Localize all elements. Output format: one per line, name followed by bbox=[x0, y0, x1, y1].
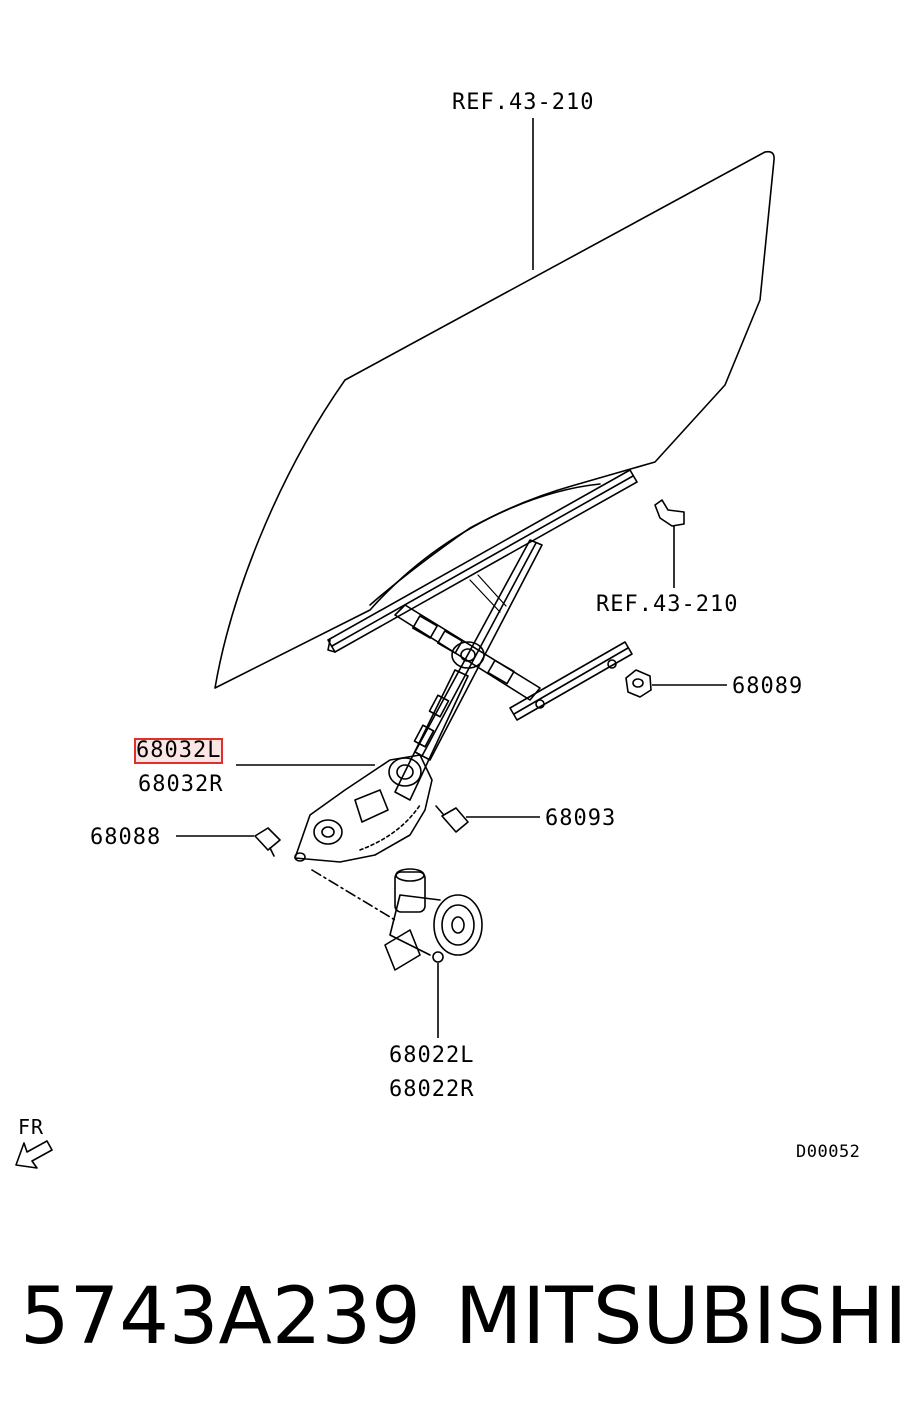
label-68088[interactable]: 68088 bbox=[90, 825, 162, 850]
front-arrow-icon bbox=[15, 1140, 53, 1169]
part-number: 5743A239 bbox=[20, 1272, 421, 1362]
assembly-line bbox=[311, 869, 396, 921]
clip-bolt-ref bbox=[654, 499, 685, 527]
regulator-lower-arm bbox=[394, 669, 469, 801]
glass-channel-rail bbox=[327, 469, 638, 653]
brand-name: MITSUBISHI bbox=[455, 1272, 908, 1362]
label-68032R[interactable]: 68032R bbox=[138, 772, 224, 797]
sector-gear-plate bbox=[294, 754, 433, 863]
lower-guide-rail bbox=[509, 641, 633, 721]
bolt-68088 bbox=[254, 827, 281, 857]
label-68032L[interactable]: 68032L bbox=[133, 738, 224, 764]
label-ref-glass[interactable]: REF.43-210 bbox=[452, 90, 595, 115]
label-68093[interactable]: 68093 bbox=[545, 806, 617, 831]
regulator-arm-a bbox=[414, 539, 543, 761]
bolt-68093 bbox=[435, 805, 469, 833]
diagram-code: D00052 bbox=[796, 1142, 861, 1162]
window-motor bbox=[384, 868, 483, 971]
glass-lower-edge bbox=[369, 483, 601, 606]
label-ref-bolt[interactable]: REF.43-210 bbox=[596, 592, 739, 617]
label-68022L[interactable]: 68022L bbox=[389, 1043, 475, 1068]
label-68089[interactable]: 68089 bbox=[732, 674, 804, 699]
label-fr: FR bbox=[18, 1115, 45, 1139]
door-glass bbox=[214, 150, 775, 689]
label-68022R[interactable]: 68022R bbox=[389, 1077, 475, 1102]
nut-68089 bbox=[625, 669, 652, 698]
regulator-arm-b bbox=[394, 604, 541, 701]
